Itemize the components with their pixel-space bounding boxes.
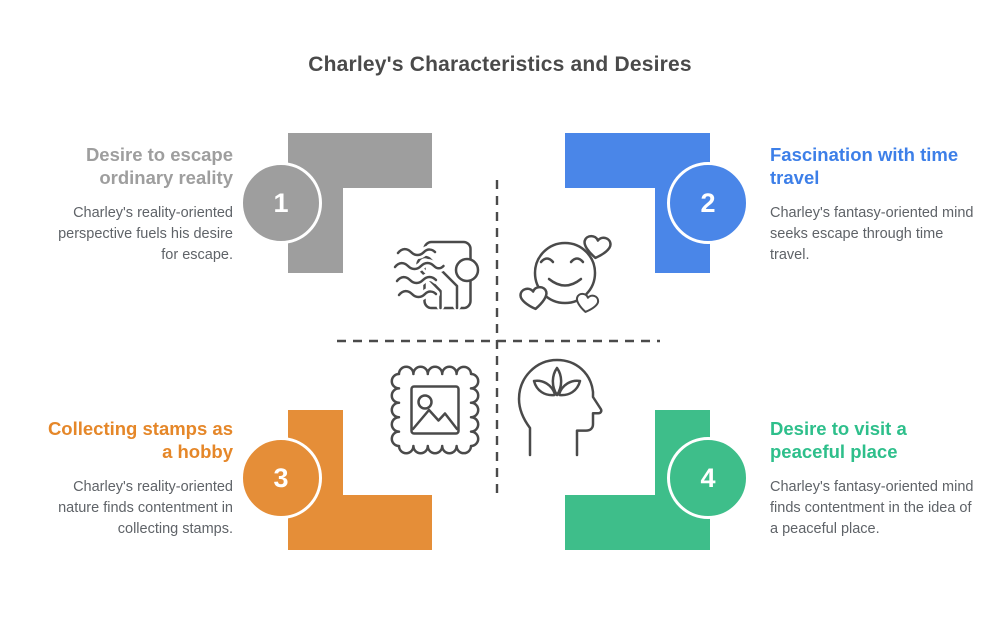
wind-wave-line [393, 261, 445, 271]
postcard-seal-circle [454, 257, 480, 283]
closed-eye-left [539, 257, 555, 264]
postcard-in-wind-icon [391, 240, 480, 310]
stamp-inner-frame [410, 385, 460, 435]
step-3-badge: 3 [240, 437, 322, 519]
step-2-number: 2 [700, 187, 716, 218]
smiling-face-with-hearts-icon [519, 234, 612, 313]
quadrant-4-description: Charley's fantasy-oriented mind finds co… [770, 479, 974, 537]
q2-bracket-shape [565, 133, 710, 273]
quadrant-2-description: Charley's fantasy-oriented mind seeks es… [770, 205, 974, 263]
quadrant-3-heading: Collecting stamps as a hobby [47, 418, 233, 462]
q3-bracket-shape [288, 410, 432, 550]
quadrant-1-heading: Desire to escape ordinary reality [85, 144, 233, 188]
lotus-right-petal [557, 379, 582, 397]
step-1-number: 1 [273, 187, 289, 218]
smile-mouth [547, 277, 583, 287]
head-profile-outline [517, 358, 603, 457]
wind-wave-line [397, 289, 438, 299]
quadrant-4-text-block: Desire to visit a peaceful place Charley… [770, 418, 975, 540]
closed-eye-right [569, 257, 585, 264]
picture-sun [417, 394, 433, 410]
q4-bracket-shape [565, 410, 710, 550]
mindful-head-icon [517, 358, 603, 457]
quadrant-1-description: Charley's reality-oriented perspective f… [58, 205, 233, 263]
picture-mountains [411, 408, 459, 431]
quadrant-4-heading: Desire to visit a peaceful place [770, 418, 907, 462]
quadrant-3-text-block: Collecting stamps as a hobby Charley's r… [40, 418, 233, 540]
heart-icon [519, 285, 548, 311]
quadrant-2-heading: Fascination with time travel [770, 144, 959, 188]
page-title: Charley's Characteristics and Desires [308, 53, 692, 76]
step-4-number: 4 [700, 462, 716, 493]
q1-bracket-shape [288, 133, 432, 273]
quadrant-3-description: Charley's reality-oriented nature finds … [58, 479, 233, 537]
step-3-number: 3 [273, 462, 289, 493]
step-1-badge: 1 [240, 162, 322, 244]
quadrant-1-text-block: Desire to escape ordinary reality Charle… [40, 144, 233, 266]
wind-wave-line [396, 247, 437, 257]
stamp-scalloped-border [390, 365, 480, 455]
wind-wave-line [395, 275, 438, 285]
step-4-badge: 4 [667, 437, 749, 519]
heart-icon [583, 234, 612, 260]
heart-icon [575, 292, 600, 313]
postage-stamp-icon [390, 365, 480, 455]
face-outline [533, 241, 597, 305]
lotus-left-petal [532, 379, 557, 397]
quadrant-2-text-block: Fascination with time travel Charley's f… [770, 144, 975, 266]
lotus-center-petal [551, 366, 563, 397]
step-2-badge: 2 [667, 162, 749, 244]
